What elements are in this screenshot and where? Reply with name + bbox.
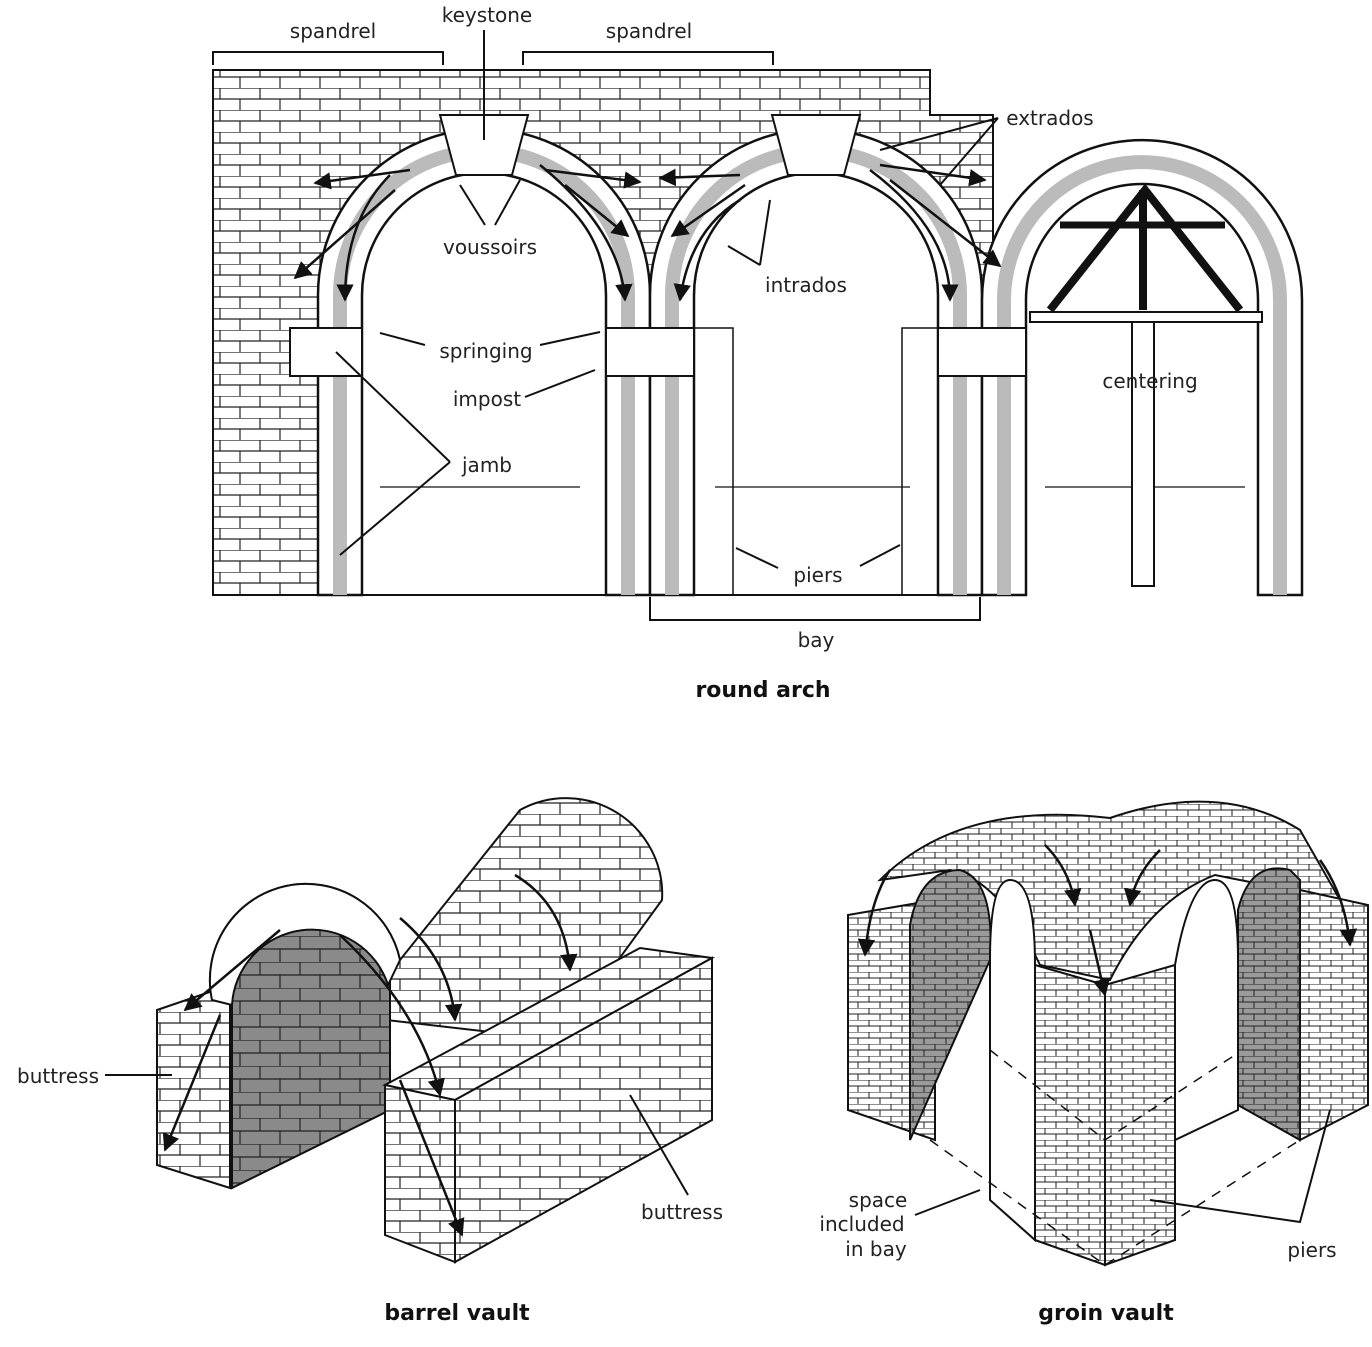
centering-frame xyxy=(1029,183,1263,587)
groin-opening-left xyxy=(989,878,1036,1243)
label-impost: impost xyxy=(453,387,521,411)
label-intrados: intrados xyxy=(765,273,847,297)
groin-vault-labels: space included in bay piers groin vault xyxy=(819,1188,1336,1326)
label-piers: piers xyxy=(793,563,842,587)
groin-thrust-arrows xyxy=(857,844,1358,997)
label-space: space xyxy=(849,1188,908,1212)
barrel-thrust-arrows xyxy=(162,873,578,1237)
label-centering: centering xyxy=(1102,369,1197,393)
arch-ring-3 xyxy=(980,138,1304,597)
label-keystone: keystone xyxy=(442,3,533,27)
thrust-arrows xyxy=(293,163,1002,302)
label-springing: springing xyxy=(439,339,532,363)
label-spandrel-left: spandrel xyxy=(290,19,376,43)
groin-vault-drawing xyxy=(847,800,1369,1267)
label-included: included xyxy=(819,1212,904,1236)
impost-mid-1 xyxy=(605,327,695,377)
label-piers-groin: piers xyxy=(1287,1238,1336,1262)
impost-left xyxy=(289,327,363,377)
buttress-right-side xyxy=(454,956,713,1264)
pier-front-left-face xyxy=(1034,963,1106,1267)
round-arch-drawing xyxy=(212,69,1304,597)
label-spandrel-right: spandrel xyxy=(606,19,692,43)
keystone-2 xyxy=(770,114,862,176)
label-voussoirs: voussoirs xyxy=(443,235,537,259)
caption-groin-vault: groin vault xyxy=(1038,1301,1174,1326)
label-extrados: extrados xyxy=(1006,106,1093,130)
pier-front-right-face xyxy=(1104,963,1176,1267)
barrel-vault-labels: buttress buttress barrel vault xyxy=(17,1064,723,1326)
round-arch-leaders xyxy=(212,30,999,621)
arch-ring-front xyxy=(208,882,402,1007)
barrel-vault-drawing xyxy=(156,797,716,1264)
pier-right xyxy=(1299,888,1369,1142)
caption-barrel-vault: barrel vault xyxy=(384,1301,530,1326)
bay-outline xyxy=(929,1049,1301,1266)
buttress-right-front xyxy=(384,1083,456,1264)
groin-vault-leaders xyxy=(914,1109,1331,1224)
keystone-1 xyxy=(438,114,530,176)
label-jamb: jamb xyxy=(461,453,512,477)
label-in-bay: in bay xyxy=(845,1237,907,1261)
caption-round-arch: round arch xyxy=(695,678,830,703)
label-bay: bay xyxy=(798,628,835,652)
pier-left-dark xyxy=(909,868,992,1141)
impost-mid-2 xyxy=(937,327,1027,377)
label-buttress-left: buttress xyxy=(17,1064,99,1088)
groin-opening-right xyxy=(1174,878,1239,1142)
barrel-vault-leaders xyxy=(105,1074,689,1196)
round-arch-labels: spandrel keystone spandrel extrados vous… xyxy=(290,3,1198,703)
label-buttress-right: buttress xyxy=(641,1200,723,1224)
pier-right-dark xyxy=(1237,867,1301,1142)
